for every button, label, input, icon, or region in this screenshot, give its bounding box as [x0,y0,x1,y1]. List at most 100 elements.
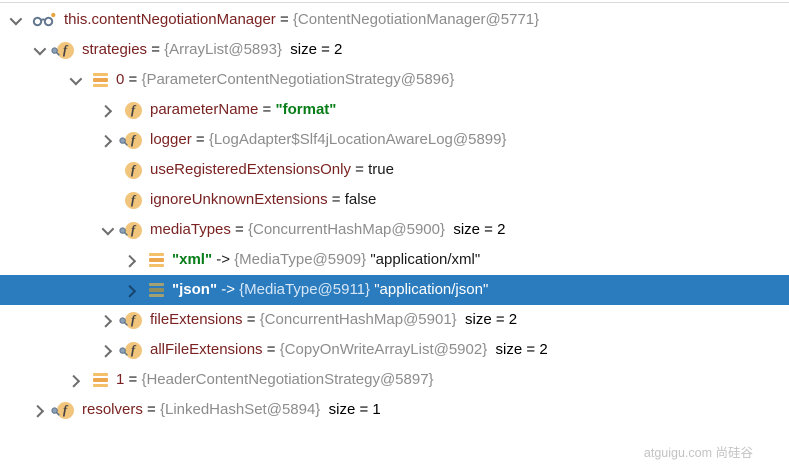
tree-row-useRegisteredExtensionsOnly[interactable]: f useRegisteredExtensionsOnly = true [0,155,789,185]
indent-spacer [0,110,98,111]
field-letter: f [124,101,142,119]
text-segment-name: 1 [116,371,125,388]
field-icon: f [124,185,142,215]
text-segment-plain: "application/xml" [366,251,481,268]
indent-spacer [0,260,122,261]
text-segment-ref: {LogAdapter$Slf4jLocationAwareLog@5899} [208,131,507,148]
text-segment-size: size = 2 [487,341,548,358]
tree-row-entry-json[interactable]: "json" -> {MediaType@5911} "application/… [0,275,789,305]
text-segment-name: logger [150,131,192,148]
text-segment-size: size = 2 [281,41,343,58]
text-segment-eq: = [275,11,293,28]
text-segment-str: "xml" [172,251,213,268]
field-letter: f [124,221,142,239]
text-segment-name: strategies [82,41,148,58]
text-segment-name: resolvers [82,401,143,418]
field-icon: f [124,155,142,185]
field-icon: f [119,305,142,335]
text-segment-ref: {MediaType@5911} [239,281,371,298]
text-segment-name: allFileExtensions [150,341,263,358]
chevron-down-icon[interactable] [66,65,82,95]
text-segment-plain: false [344,191,377,208]
pin-badge-icon [119,338,129,368]
indent-spacer [0,170,98,171]
pin-badge-icon [119,128,129,158]
field-letter: f [56,401,74,419]
text-segment-name: this.contentNegotiationManager [64,11,276,28]
chevron-right-icon[interactable] [30,395,46,425]
text-segment-eq: -> [212,251,235,268]
text-segment-plain: true [368,161,394,178]
chevron-right-icon[interactable] [122,275,138,305]
tree-row-strategies[interactable]: f strategies = {ArrayList@5893} size = 2 [0,35,789,65]
chevron-down-icon[interactable] [98,215,114,245]
field-icon: f [124,95,142,125]
tree-row-entry-xml[interactable]: "xml" -> {MediaType@5909} "application/x… [0,245,789,275]
variables-tree[interactable]: this.contentNegotiationManager = {Conten… [0,5,789,425]
field-icon: f [119,215,142,245]
text-segment-eq: = [147,41,165,58]
pin-badge-icon [119,218,129,248]
text-segment-ref: {ContentNegotiationManager@5771} [292,11,540,28]
text-segment-name: 0 [116,71,125,88]
text-segment-eq: = [350,161,369,178]
text-segment-str: "json" [172,281,218,298]
chevron-down-icon[interactable] [6,5,22,35]
chevron-placeholder [98,155,114,185]
chevron-right-icon[interactable] [98,305,114,335]
field-icon: f [119,125,142,155]
tree-row-allFileExtensions[interactable]: f allFileExtensions = {CopyOnWriteArrayLi… [0,335,789,365]
text-segment-size: size = 2 [445,221,506,238]
tree-row-this-contentNegotiationManager[interactable]: this.contentNegotiationManager = {Conten… [0,5,789,35]
text-segment-size: size = 1 [320,401,381,418]
field-letter: f [56,41,74,59]
text-segment-eq: = [124,71,142,88]
tree-row-index-0[interactable]: 0 = {ParameterContentNegotiationStrategy… [0,65,789,95]
chevron-right-icon[interactable] [98,125,114,155]
chevron-placeholder [98,185,114,215]
text-segment-ref: {ArrayList@5893} [164,41,282,58]
chevron-down-icon[interactable] [30,35,46,65]
array-element-bars [148,282,164,298]
text-segment-name: mediaTypes [150,221,231,238]
chevron-right-icon[interactable] [98,335,114,365]
chevron-right-icon[interactable] [122,245,138,275]
tree-row-index-1[interactable]: 1 = {HeaderContentNegotiationStrategy@58… [0,365,789,395]
indent-spacer [0,410,30,411]
field-letter: f [124,131,142,149]
array-element-icon [148,275,164,305]
text-segment-ref: {ConcurrentHashMap@5900} [247,221,445,238]
watermark: atguigu.com 尚硅谷 [643,446,753,460]
chevron-right-icon[interactable] [98,95,114,125]
text-segment-ref: {MediaType@5909} [234,251,367,268]
array-element-icon [92,65,108,95]
text-segment-name: useRegisteredExtensionsOnly [150,161,351,178]
panel-top-divider [0,2,789,3]
pin-badge-icon [119,308,129,338]
text-segment-eq: = [142,401,160,418]
array-element-icon [148,245,164,275]
array-element-icon [92,365,108,395]
field-letter: f [124,341,142,359]
text-segment-eq: = [242,311,260,328]
text-segment-ref: {CopyOnWriteArrayList@5902} [279,341,488,358]
field-letter: f [124,191,142,209]
text-segment-eq: = [262,341,280,358]
chevron-right-icon[interactable] [66,365,82,395]
indent-spacer [0,50,30,51]
text-segment-eq: = [124,371,142,388]
field-icon: f [51,35,74,65]
field-icon: f [51,395,74,425]
field-icon: f [119,335,142,365]
text-segment-eq: = [191,131,209,148]
text-segment-name: fileExtensions [150,311,243,328]
text-segment-size: size = 2 [456,311,518,328]
indent-spacer [0,140,98,141]
